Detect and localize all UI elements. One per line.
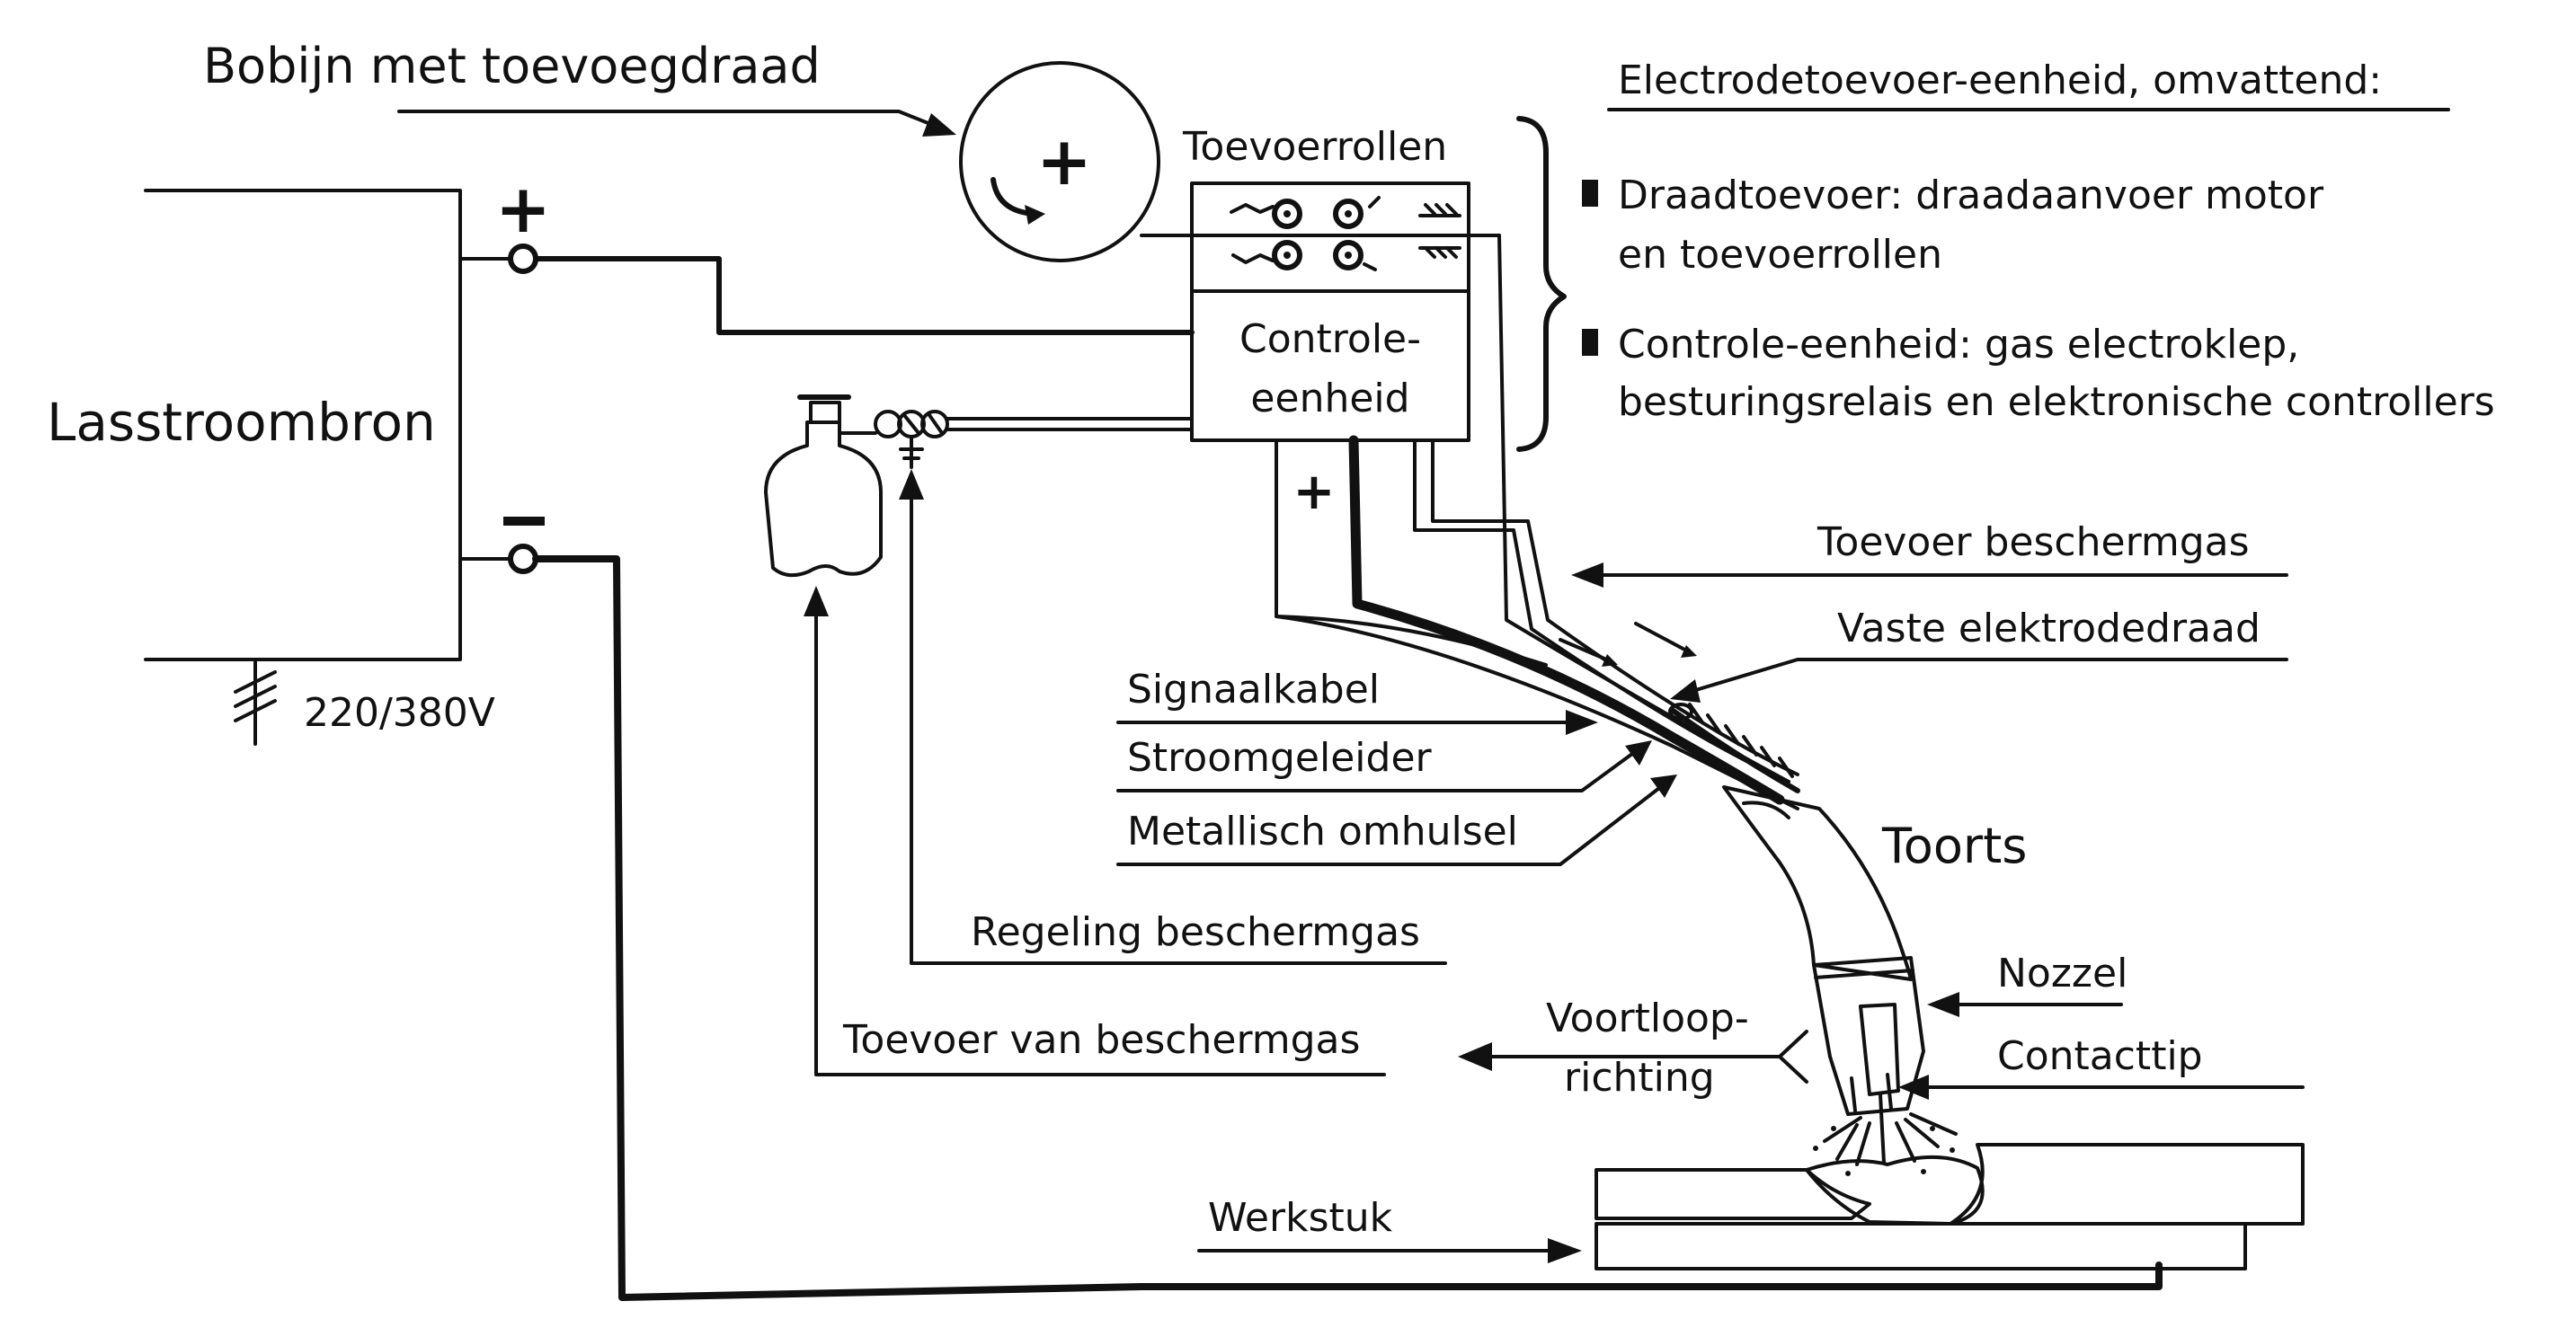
torch-label: Toorts <box>1881 818 2027 874</box>
minus-sign-bar <box>503 517 545 526</box>
electrode-wire-label: Vaste elektrodedraad <box>1837 606 2261 651</box>
torch-neck <box>1722 785 1913 981</box>
electrode-feed-unit: Toevoerrollen Controle- eenheid <box>1140 124 1501 442</box>
gas-cylinder <box>764 394 949 578</box>
feed-rolls-label: Toevoerrollen <box>1182 124 1447 170</box>
spool-label: Bobijn met toevoegdraad <box>203 38 821 94</box>
wire-feed-desc-2: en toevoerrollen <box>1618 232 1942 278</box>
cylinder-body <box>764 420 883 578</box>
bullet-2 <box>1582 329 1598 356</box>
spool-plus: + <box>1036 123 1092 200</box>
wire-feed-desc-1: Draadtoevoer: draadaanvoer motor <box>1618 173 2324 218</box>
metal-sheath-label: Metallisch omhulsel <box>1127 809 1518 854</box>
travel-direction-label-1: Voortloop- <box>1546 996 1749 1041</box>
callout-electrode-wire: Vaste elektrodedraad <box>1670 606 2288 703</box>
nozzle-label: Nozzel <box>1997 951 2127 996</box>
callout-shielding-gas-feed: Toevoer beschermgas <box>1571 519 2288 588</box>
feed-rolls <box>1230 196 1461 271</box>
voltage-label: 220/380V <box>304 690 495 736</box>
control-desc-1: Controle-eenheid: gas electroklep, <box>1618 322 2299 367</box>
power-source-label: Lasstroombron <box>47 392 436 453</box>
power-source: Lasstroombron + − 220/380V <box>47 171 551 746</box>
callout-signal-cable: Signaalkabel <box>1116 667 1598 735</box>
electrode-unit-title: Electrodetoevoer-eenheid, omvattend: <box>1618 58 2382 103</box>
unit-plus-sign: + <box>1293 463 1336 521</box>
torch: Toorts <box>1722 785 2027 1164</box>
bullet-1 <box>1582 180 1598 207</box>
callout-metal-sheath: Metallisch omhulsel <box>1116 775 1677 866</box>
control-unit-box <box>1190 289 1470 442</box>
nozzle <box>1812 956 1925 1116</box>
current-conductor-label: Stroomgeleider <box>1127 735 1433 781</box>
control-unit-label-2: eenheid <box>1250 376 1409 421</box>
control-unit-label-1: Controle- <box>1239 316 1421 362</box>
earth-cable <box>532 555 2163 1301</box>
callout-current-conductor: Stroomgeleider <box>1116 735 1652 792</box>
callout-gas-supply: Toevoer van beschermgas <box>804 586 1386 1076</box>
contact-tip <box>1859 1003 1900 1096</box>
callout-workpiece: Werkstuk <box>1197 1195 1582 1263</box>
arc-spray <box>1813 1112 1958 1176</box>
gas-regulation-label: Regeling beschermgas <box>971 909 1420 955</box>
travel-direction-label-2: richting <box>1564 1055 1715 1101</box>
callout-contact-tip: Contacttip <box>1898 1033 2305 1100</box>
workpiece <box>1594 1143 2305 1270</box>
positive-cable <box>533 256 1195 335</box>
callout-gas-regulation: Regeling beschermgas <box>899 469 1447 965</box>
gas-regulator <box>874 410 949 469</box>
gas-supply-label: Toevoer van beschermgas <box>842 1017 1360 1063</box>
signal-cable-label: Signaalkabel <box>1127 667 1380 713</box>
wire-spool: + Bobijn met toevoegdraad <box>203 38 1160 262</box>
electrode-unit-description: Electrodetoevoer-eenheid, omvattend: Dra… <box>1516 58 2495 452</box>
mains-supply: 220/380V <box>234 658 495 746</box>
plus-sign: + <box>495 171 551 248</box>
callout-nozzle: Nozzel <box>1927 951 2127 1017</box>
callout-travel-direction: Voortloop- richting <box>1458 996 1808 1101</box>
curly-brace <box>1516 116 1567 452</box>
control-desc-2: besturingsrelais en elektronische contro… <box>1618 379 2495 425</box>
positive-terminal: + <box>458 171 551 274</box>
shielding-gas-feed-label: Toevoer beschermgas <box>1817 519 2250 565</box>
workpiece-label: Werkstuk <box>1208 1195 1393 1241</box>
contact-tip-label: Contacttip <box>1997 1033 2203 1079</box>
torch-cable-bundle: + <box>1275 234 1800 810</box>
